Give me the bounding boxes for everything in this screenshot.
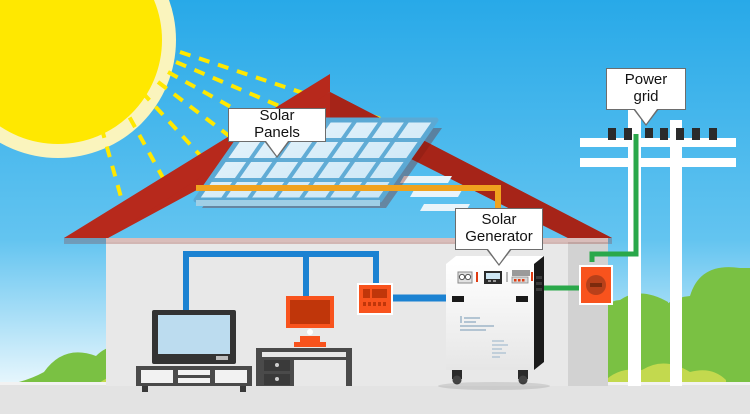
callout-power-grid-label: Power grid [624, 71, 668, 106]
tv-stand [136, 366, 252, 392]
callout-tail-inner [266, 141, 288, 156]
solar-generator [438, 256, 550, 390]
cable-grid [536, 134, 639, 291]
callout-line-2: grid [633, 88, 659, 105]
meter-box [579, 265, 613, 305]
callout-line-2: Generator [465, 228, 533, 245]
callout-power-grid[interactable]: Power grid [606, 68, 686, 126]
computer-monitor [286, 296, 334, 347]
ground [0, 384, 750, 414]
callout-line-1: Power [624, 71, 668, 89]
callout-solar-generator[interactable]: Solar Generator [455, 208, 543, 266]
desk [256, 348, 352, 386]
callout-solar-generator-label: Solar Generator [465, 211, 533, 246]
callout-line-1: Solar [481, 211, 517, 229]
roof-slats [400, 176, 470, 211]
callout-solar-panels[interactable]: Solar Panels [228, 107, 326, 158]
cable-appliances [183, 251, 379, 312]
callout-tail-inner [635, 109, 657, 124]
callout-solar-panels-label: Solar Panels [254, 107, 300, 141]
television [152, 310, 236, 364]
callout-tail-inner [488, 249, 510, 264]
inverter-box [357, 283, 393, 315]
